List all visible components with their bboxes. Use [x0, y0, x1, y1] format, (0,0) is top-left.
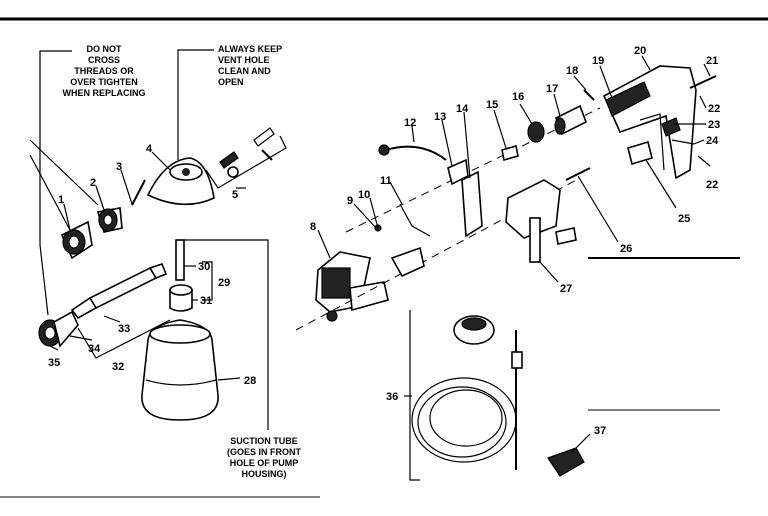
note-vent-line-3: CLEAN AND — [218, 66, 271, 76]
label-part-28: 28 — [244, 375, 256, 387]
leader-threads-to-2 — [29, 139, 99, 206]
part-30-suction-tube — [175, 239, 185, 281]
note-suction-line-1: SUCTION TUBE — [230, 436, 298, 446]
part-1-nozzle-cap — [60, 220, 93, 260]
part-18-pin — [583, 89, 595, 101]
label-part-36: 36 — [386, 391, 398, 403]
label-part-23: 23 — [708, 119, 720, 131]
label-part-13: 13 — [434, 111, 446, 123]
part-22-screw-top — [699, 95, 707, 109]
label-part-22-top: 22 — [708, 103, 720, 115]
label-part-16: 16 — [512, 91, 524, 103]
label-part-2: 2 — [90, 177, 96, 189]
leader-threads-vertical — [39, 50, 72, 245]
label-part-27: 27 — [560, 283, 572, 295]
part-labels: 1 2 3 4 5 8 9 10 11 12 13 14 15 16 17 18… — [48, 45, 720, 437]
part-9-armature — [390, 246, 425, 278]
label-part-20: 20 — [634, 45, 646, 57]
label-part-33: 33 — [118, 323, 130, 335]
part-35-suction-nut — [38, 310, 79, 348]
label-part-29: 29 — [218, 277, 230, 289]
part-3-pin — [131, 179, 146, 206]
label-part-35: 35 — [48, 357, 60, 369]
part-leaders — [49, 55, 711, 453]
label-part-22-bottom: 22 — [706, 179, 718, 191]
leader-threads-to-1 — [29, 154, 71, 231]
note-vent-line-4: OPEN — [218, 77, 244, 87]
leader-33 — [103, 315, 121, 323]
part-16-nut — [527, 121, 545, 143]
note-threads-line-3: THREADS OR — [74, 66, 134, 76]
label-part-30: 30 — [198, 261, 210, 273]
label-part-10: 10 — [358, 189, 370, 201]
label-part-5: 5 — [232, 189, 238, 201]
part-21-screw — [689, 75, 717, 89]
part-11-spring — [399, 203, 431, 237]
note-vent: ALWAYS KEEP VENT HOLE CLEAN AND OPEN — [218, 44, 282, 87]
label-part-3: 3 — [116, 161, 122, 173]
label-part-17: 17 — [546, 83, 558, 95]
label-part-19: 19 — [592, 55, 604, 67]
part-28-paint-container — [141, 319, 241, 421]
note-threads: DO NOT CROSS THREADS OR OVER TIGHTEN WHE… — [63, 44, 146, 98]
part-15-valve — [501, 144, 519, 162]
label-part-26: 26 — [620, 243, 632, 255]
part-23-switch — [661, 117, 681, 137]
leader-suction — [183, 239, 269, 430]
label-part-34: 34 — [88, 343, 101, 355]
note-vent-line-1: ALWAYS KEEP — [218, 44, 282, 54]
leader-vent — [177, 49, 214, 160]
label-part-12: 12 — [404, 117, 416, 129]
part-26-screw — [565, 167, 591, 181]
note-vent-line-2: VENT HOLE — [218, 55, 270, 65]
part-12-tube — [378, 144, 447, 161]
part-24-spring — [671, 139, 695, 145]
label-part-31: 31 — [200, 295, 212, 307]
label-part-9: 9 — [347, 195, 353, 207]
label-part-11: 11 — [380, 175, 392, 187]
label-part-32: 32 — [112, 361, 124, 373]
part-13-gasket — [447, 158, 469, 186]
label-part-18: 18 — [566, 65, 578, 77]
part-2-nozzle-ring — [96, 207, 123, 233]
note-suction: SUCTION TUBE (GOES IN FRONT HOLE OF PUMP… — [227, 436, 302, 479]
bracket-29 — [202, 261, 213, 301]
note-suction-line-2: (GOES IN FRONT — [227, 447, 302, 457]
assembly-axis-line-upper — [345, 107, 601, 233]
leader-threads-to-35 — [39, 244, 49, 316]
note-threads-line-5: WHEN REPLACING — [63, 88, 146, 98]
label-part-4: 4 — [146, 143, 153, 155]
label-part-8: 8 — [310, 221, 316, 233]
label-part-25: 25 — [678, 213, 690, 225]
part-4-vent-dome — [146, 157, 215, 206]
part-27-front-housing — [505, 179, 577, 263]
note-threads-line-4: OVER TIGHTEN — [70, 77, 138, 87]
note-threads-line-2: CROSS — [88, 55, 120, 65]
label-part-14: 14 — [456, 103, 469, 115]
part-5-valve-group — [205, 127, 287, 189]
leader-34 — [69, 335, 93, 341]
label-part-15: 15 — [486, 99, 498, 111]
part-25-trigger — [627, 140, 653, 166]
label-part-21: 21 — [706, 55, 718, 67]
note-suction-line-3: HOLE OF PUMP — [230, 458, 299, 468]
part-37-clip — [547, 447, 585, 477]
part-20-handle — [602, 65, 697, 180]
part-17-piston — [554, 104, 588, 136]
label-part-37: 37 — [594, 425, 606, 437]
part-8-pump-housing — [315, 251, 389, 322]
part-36-hose-and-cap — [409, 310, 523, 481]
label-part-24: 24 — [706, 135, 719, 147]
part-22-screw-bottom — [697, 155, 711, 167]
note-suction-line-4: HOUSING) — [242, 469, 287, 479]
label-part-1: 1 — [58, 194, 64, 206]
part-31-tube-adapter — [169, 284, 193, 312]
note-threads-line-1: DO NOT — [87, 44, 123, 54]
part-33-filter — [70, 263, 168, 320]
part-14-valve-plate — [461, 170, 483, 238]
